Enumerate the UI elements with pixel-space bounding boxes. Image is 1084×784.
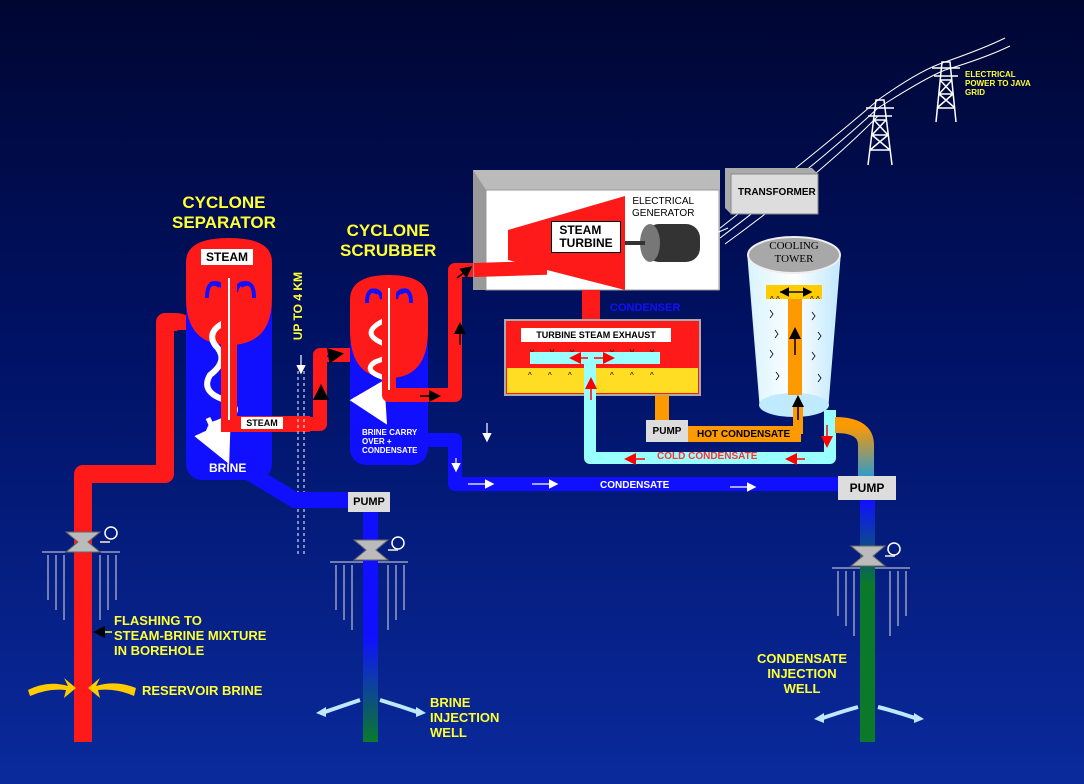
production-well-casing [42,551,120,620]
condensate-well-casing [832,567,910,636]
steam-turbine-label: STEAM TURBINE [551,221,621,253]
brine-injection-well [363,510,378,742]
svg-text:^ ^: ^ ^ [770,295,780,304]
separator-steam-label: STEAM [201,249,253,265]
svg-text:v: v [610,347,614,356]
svg-text:v: v [650,347,654,356]
generator [645,224,700,262]
svg-text:^: ^ [568,371,572,380]
hot-condensate-label: HOT CONDENSATE [697,429,791,440]
distance-label: UP TO 4 KM [291,272,305,341]
svg-text:v: v [570,347,574,356]
steam-feed-into-turbine [473,255,547,277]
svg-text:v: v [630,347,634,356]
distance-marker [297,365,305,555]
svg-text:^ ^: ^ ^ [810,295,820,304]
valve-icon [849,542,901,567]
cyclone-separator-title: CYCLONE SEPARATOR [172,193,276,232]
tower-blowdown [834,417,874,478]
cooling-tower: ^ ^ ^ ^ [747,236,841,417]
svg-text:^: ^ [548,371,552,380]
brine-label: BRINE [209,461,247,475]
carry-over-line [410,433,840,491]
separator-flow-arrow [194,416,231,465]
svg-text:^: ^ [610,371,614,380]
steam-pipe-to-scrubber [305,348,350,431]
reservoir-inflow-arrow [28,678,76,698]
transformer-label: TRANSFORMER [738,187,816,198]
condenser-label: CONDENSER [610,302,681,314]
svg-text:^: ^ [650,371,654,380]
condensate-label: CONDENSATE [600,480,670,491]
separator-steam-arrows [205,281,256,299]
cyclone-scrubber-title: CYCLONE SCRUBBER [340,221,437,260]
hot-condensate-pump: PUMP [646,420,688,442]
hot-condensate-bar [686,426,801,442]
svg-text:v: v [550,347,554,356]
pylon-icon [932,61,960,123]
brine-injection-well-label: BRINE INJECTION WELL [430,695,500,740]
condensate-pump: PUMP [838,476,896,500]
condensate-injection-well [860,500,875,742]
power-grid-label: ELECTRICAL POWER TO JAVA GRID [965,70,1031,98]
production-well [74,480,92,742]
production-pipe [74,313,195,485]
svg-text:v: v [530,347,534,356]
condenser-neck [582,290,600,320]
electrical-generator-label: ELECTRICAL GENERATOR [632,196,695,219]
cold-condensate-label: COLD CONDENSATE [657,451,758,462]
flashing-label: FLASHING TO STEAM-BRINE MIXTURE IN BOREH… [114,613,267,658]
svg-text:^: ^ [630,371,634,380]
transformer [725,168,819,215]
brine-carry-over-label: BRINE CARRY OVER + CONDENSATE [362,428,418,456]
brine-pump: PUMP [348,492,390,512]
steam-pipe-label: STEAM [241,417,283,429]
scrubber-flow-arrow [349,380,388,425]
pylon-icon [866,99,894,166]
valve-icon [64,526,118,553]
turbine-steam-exhaust-label: TURBINE STEAM EXHAUST [521,328,671,342]
brine-line [240,463,360,508]
svg-text:^: ^ [528,371,532,380]
condensate-injection-well-label: CONDENSATE INJECTION WELL [757,651,848,696]
valve-icon [352,536,405,561]
condenser-water [507,368,698,393]
cooling-tower-label: COOLING TOWER [769,240,819,265]
reservoir-inflow-arrow [88,678,136,698]
reservoir-brine-label: RESERVOIR BRINE [142,683,263,698]
